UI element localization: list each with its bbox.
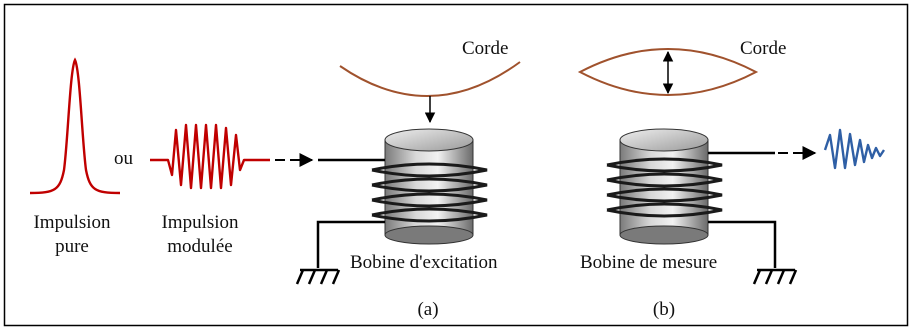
pure-pulse-waveform [29, 57, 121, 195]
measure-coil [606, 128, 777, 268]
modulated-pulse-label-line2: modulée [167, 236, 232, 257]
ground-right-icon [752, 268, 798, 285]
string-a-label: Corde [462, 38, 508, 59]
ground-left-icon [295, 268, 341, 285]
or-label: ou [114, 148, 134, 169]
panel-a-label: (a) [417, 299, 438, 320]
string-b-label: Corde [740, 38, 786, 59]
string-a-curve [339, 61, 521, 97]
excitation-coil [316, 128, 488, 268]
pure-pulse-label-line2: pure [55, 236, 89, 257]
pure-pulse-label-line1: Impulsion [33, 212, 111, 233]
figure-frame [3, 3, 909, 327]
modulated-pulse-waveform [150, 123, 270, 190]
measure-coil-label: Bobine de mesure [580, 252, 717, 273]
string-b-curve [577, 48, 759, 96]
excitation-coil-label: Bobine d'excitation [350, 252, 498, 273]
modulated-pulse-label-line1: Impulsion [161, 212, 239, 233]
output-signal-waveform [823, 128, 885, 170]
panel-b-label: (b) [653, 299, 675, 320]
